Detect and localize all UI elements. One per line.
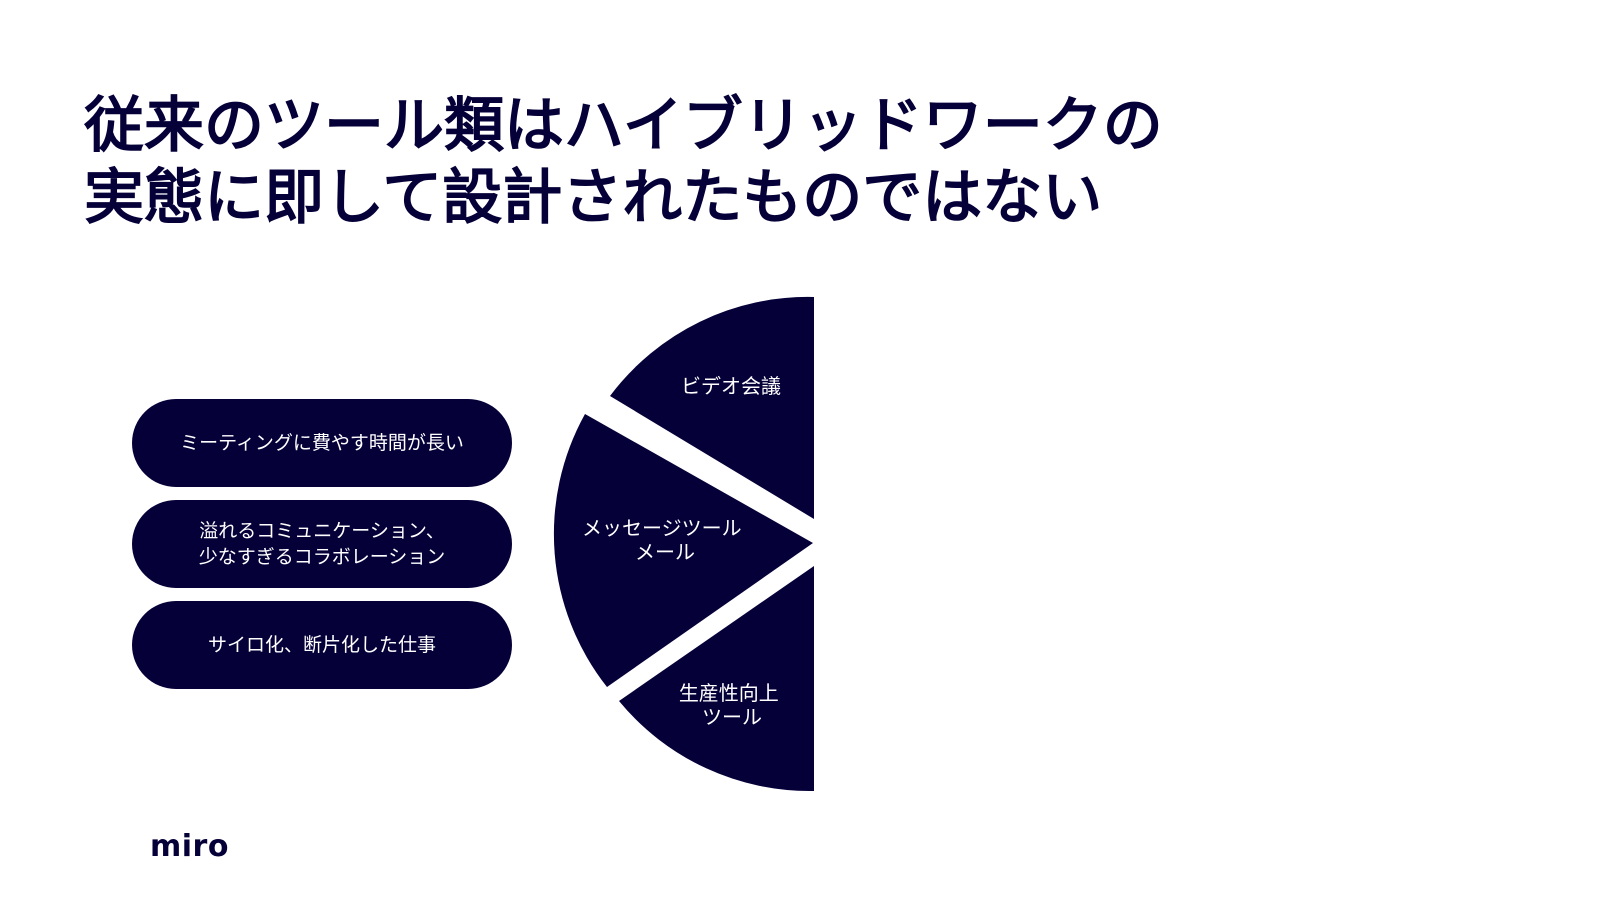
fan-label-productivity: 生産性向上 ツール (679, 681, 785, 729)
fan-segment-productivity (619, 566, 814, 792)
problem-pill-line: 少なすぎるコラボレーション (198, 546, 446, 568)
problem-pill-line: サイロ化、断片化した仕事 (207, 634, 436, 656)
problem-pill-communication: 溢れるコミュニケーション、 少なすぎるコラボレーション (132, 500, 512, 588)
problem-pill-label: ミーティングに費やす時間が長い (180, 430, 464, 456)
title-line-2: 実態に即して設計されたものではない (84, 163, 1103, 233)
problem-pill-label: サイロ化、断片化した仕事 (208, 632, 436, 658)
fan-label-messaging: メッセージツール メール (582, 516, 748, 564)
fan-segment-video-conference (610, 296, 814, 519)
title-line-1: 従来のツール類はハイブリッドワークの (84, 91, 1163, 161)
problem-pill-silos: サイロ化、断片化した仕事 (132, 601, 512, 689)
fan-segment-messaging (553, 414, 813, 687)
problem-pill-line: ミーティングに費やす時間が長い (180, 432, 464, 454)
slide-title: 従来のツール類はハイブリッドワークの 実態に即して設計されたものではない (84, 90, 1284, 234)
problem-pill-meetings: ミーティングに費やす時間が長い (132, 399, 512, 487)
problem-pill-label: 溢れるコミュニケーション、 少なすぎるコラボレーション (199, 518, 446, 570)
problem-pill-line: 溢れるコミュニケーション、 (199, 520, 445, 542)
fan-label-video-conference: ビデオ会議 (681, 374, 781, 398)
miro-logo: miro (150, 829, 229, 864)
